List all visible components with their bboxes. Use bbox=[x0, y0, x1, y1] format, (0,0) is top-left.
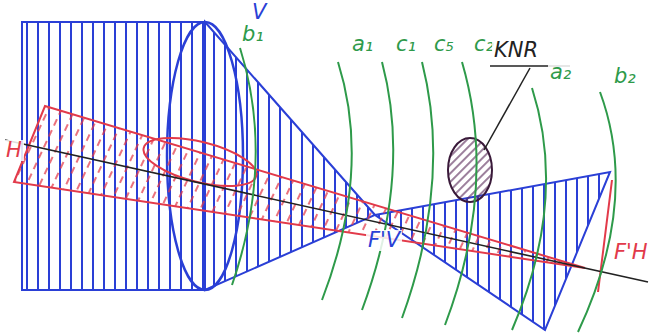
part-label: V bbox=[250, 2, 268, 23]
part-label: c₅ bbox=[432, 34, 456, 55]
part-label: b₁ bbox=[240, 24, 266, 45]
horizontal-ray-bundle bbox=[14, 106, 612, 292]
wavefront-arcs bbox=[232, 48, 616, 332]
part-label: b₂ bbox=[612, 66, 638, 87]
part-label: F'H bbox=[612, 242, 650, 263]
part-label: H bbox=[4, 140, 24, 161]
part-label: a₁ bbox=[350, 34, 375, 55]
part-label: c₁ bbox=[394, 34, 418, 55]
part-label: a₂ bbox=[548, 62, 573, 83]
optical-axis bbox=[5, 140, 648, 282]
region-label: KNR bbox=[492, 40, 540, 61]
part-label: F'V bbox=[366, 230, 402, 251]
leader-line bbox=[484, 68, 530, 150]
